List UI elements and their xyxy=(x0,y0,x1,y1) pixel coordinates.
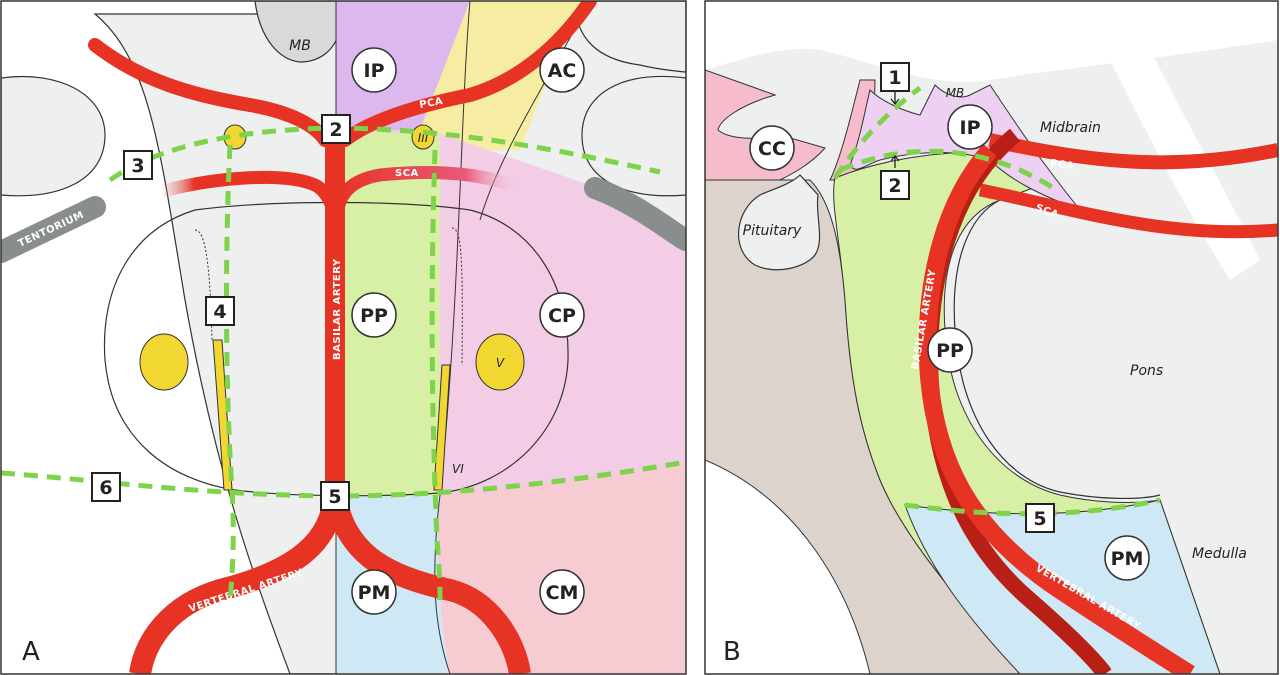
ip-circle-b: IP xyxy=(947,104,993,150)
background-white-bottom xyxy=(705,460,870,674)
arrow-1 xyxy=(890,92,900,106)
pituitary-shape xyxy=(738,174,821,271)
svg-text:CC: CC xyxy=(758,138,786,160)
svg-text:6: 6 xyxy=(99,477,112,499)
svg-text:1: 1 xyxy=(888,67,901,89)
box-4: 4 xyxy=(205,296,235,326)
panel-a: TENTORIUM III V VI PCA SCA BASILAR ARTER… xyxy=(1,1,686,674)
box-1b: 1 xyxy=(880,62,910,92)
svg-text:AC: AC xyxy=(548,60,577,82)
svg-text:IP: IP xyxy=(960,117,981,139)
cn5-label: V xyxy=(496,356,505,370)
panel-b-letter: B xyxy=(723,637,741,667)
svg-text:PM: PM xyxy=(358,582,391,604)
dashed-line-4 xyxy=(223,144,236,601)
basilar-label: BASILAR ARTERY xyxy=(332,258,343,360)
background-white-top xyxy=(705,1,1278,83)
svg-text:2: 2 xyxy=(329,119,342,141)
vertebral-artery-left xyxy=(129,493,346,674)
panel-b: PCA SCA BASILAR ARTERY VERTEBRAL ARTERY … xyxy=(705,1,1278,674)
trigeminal-nerve-left xyxy=(139,333,189,391)
pp-circle: PP xyxy=(351,292,397,338)
pituitary-label: Pituitary xyxy=(743,223,802,239)
abducens-course-right xyxy=(451,227,463,366)
vertebral-artery-right xyxy=(324,492,531,674)
box-5b: 5 xyxy=(1025,503,1055,533)
temporal-lobe-right xyxy=(581,75,686,197)
ac-circle: AC xyxy=(539,47,585,93)
medulla-label: Medulla xyxy=(1192,546,1247,562)
pons-label: Pons xyxy=(1130,363,1163,379)
ip-region xyxy=(336,1,470,130)
dashed-line-2 xyxy=(839,148,1057,192)
cc-circle: CC xyxy=(749,125,795,171)
trigeminal-nerve-right xyxy=(475,333,525,391)
svg-text:PP: PP xyxy=(360,305,388,327)
cn6-label: VI xyxy=(452,462,464,476)
svg-text:PM: PM xyxy=(1111,548,1144,570)
temporal-lobe-left xyxy=(1,75,106,197)
pca-right xyxy=(338,1,597,147)
cc-shape xyxy=(705,69,826,181)
svg-text:5: 5 xyxy=(1033,508,1046,530)
cn3-label: III xyxy=(418,131,429,145)
box-2b: 2 xyxy=(880,170,910,200)
midbrain-label: Midbrain xyxy=(1040,120,1101,136)
svg-text:CM: CM xyxy=(546,582,579,604)
box-3: 3 xyxy=(123,150,153,180)
mb-label: MB xyxy=(289,38,311,54)
pm-circle: PM xyxy=(351,569,397,615)
mb-label-b: MB xyxy=(946,86,965,100)
cm-circle: CM xyxy=(539,569,585,615)
svg-text:CP: CP xyxy=(548,305,576,327)
svg-text:IP: IP xyxy=(364,60,385,82)
sca-b xyxy=(978,183,1278,239)
arrow-2 xyxy=(890,154,900,168)
upper-right-shape xyxy=(574,1,686,73)
pm-circle-b: PM xyxy=(1104,535,1150,581)
pca-b xyxy=(988,133,1278,170)
basilar-artery-b xyxy=(918,143,1195,674)
panel-a-letter: A xyxy=(22,637,40,667)
box-6: 6 xyxy=(91,472,121,502)
panel-b-frame xyxy=(704,0,1279,675)
pca-label-b: PCA xyxy=(1050,158,1075,172)
box-5: 5 xyxy=(320,481,350,511)
cp-circle: CP xyxy=(539,292,585,338)
sca-label: SCA xyxy=(395,168,419,179)
pp-circle-b: PP xyxy=(927,327,973,373)
pca-left xyxy=(88,38,332,147)
abducens-course-left xyxy=(194,229,213,341)
svg-text:5: 5 xyxy=(328,486,341,508)
pons-outline-b xyxy=(953,199,1161,500)
ip-circle: IP xyxy=(351,47,397,93)
tentorium-left xyxy=(1,196,106,263)
panel-a-frame xyxy=(0,0,687,675)
svg-text:3: 3 xyxy=(131,155,144,177)
tentorium-right xyxy=(584,177,686,251)
pca-label: PCA xyxy=(419,96,444,111)
dashed-line-right xyxy=(429,149,443,601)
svg-text:4: 4 xyxy=(213,301,226,323)
svg-text:PP: PP xyxy=(936,340,964,362)
svg-text:2: 2 xyxy=(888,175,901,197)
box-2: 2 xyxy=(321,114,351,144)
